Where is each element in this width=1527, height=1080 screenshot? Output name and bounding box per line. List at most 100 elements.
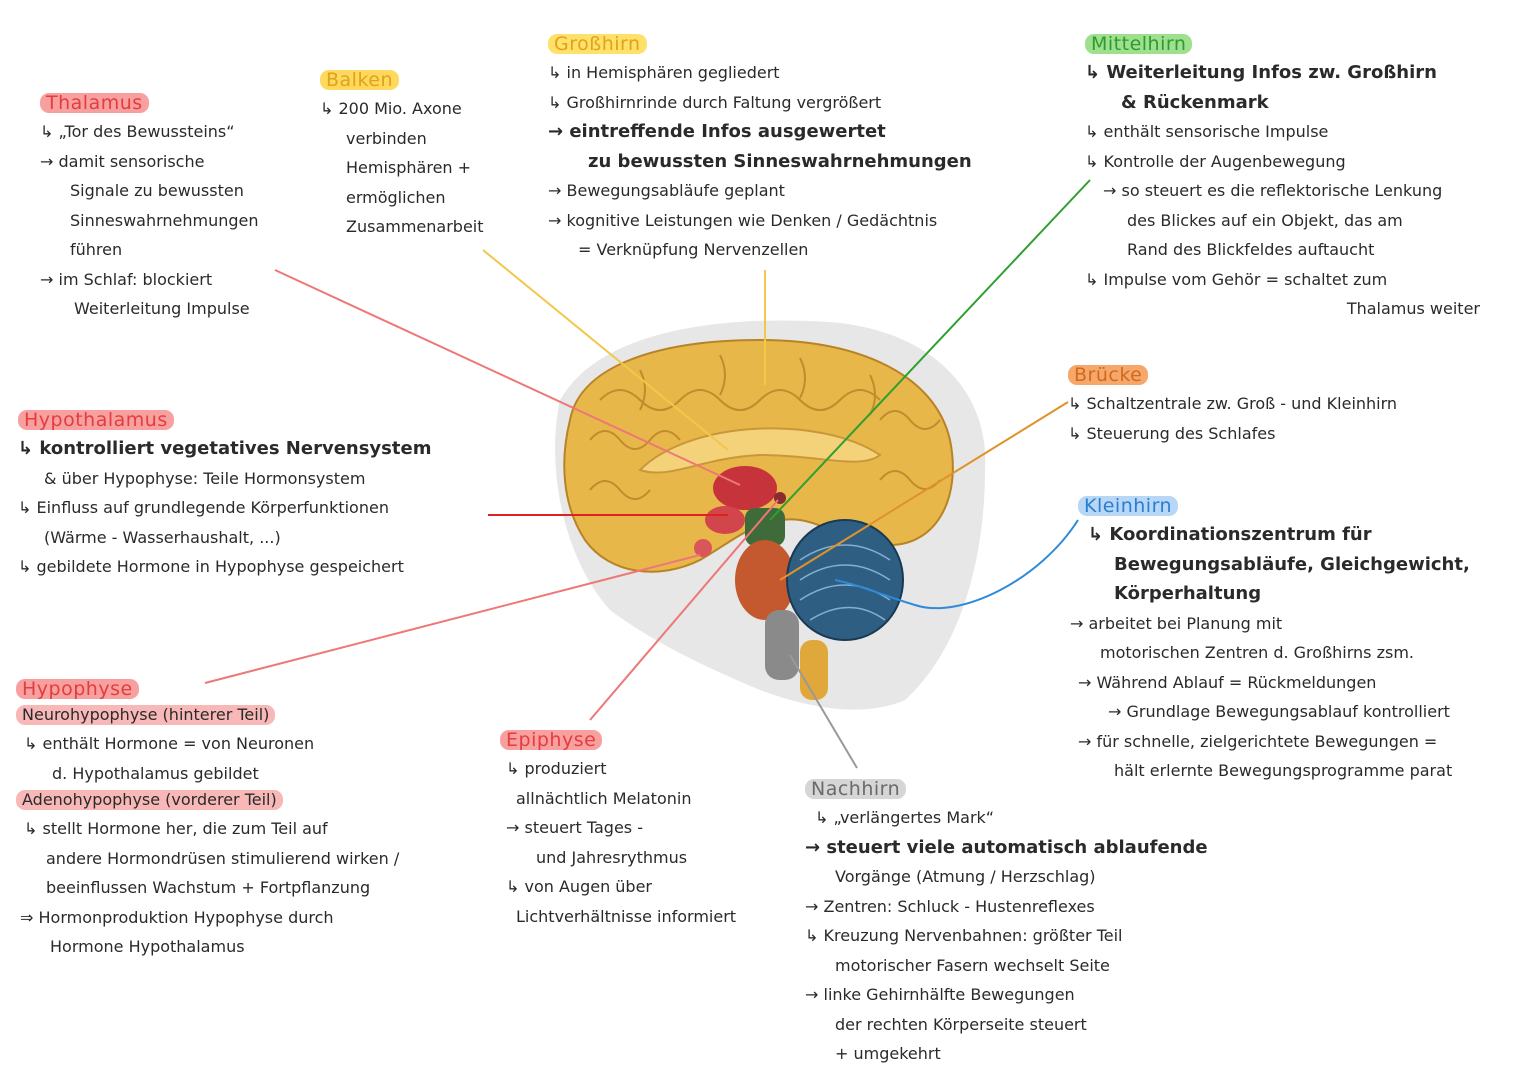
section-kleinhirn: Kleinhirn ↳ Koordinationszentrum für Bew… — [1070, 496, 1470, 786]
section-balken: Balken ↳ 200 Mio. Axone verbinden Hemisp… — [320, 70, 484, 242]
title-kleinhirn: Kleinhirn — [1078, 496, 1179, 516]
title-hypothalamus: Hypothalamus — [18, 410, 174, 430]
kleinhirn-line: → für schnelle, zielgerichtete Bewegunge… — [1078, 731, 1438, 751]
epiphyse-line: ↳ von Augen über — [506, 877, 653, 896]
hypophyse-line: d. Hypothalamus gebildet — [52, 763, 259, 783]
midbrain-region — [745, 508, 785, 546]
section-bruecke: Brücke ↳ Schaltzentrale zw. Groß - und K… — [1068, 365, 1397, 448]
hypophyse-line: Hormone Hypothalamus — [50, 937, 245, 956]
hypophyse-line: ↳ stellt Hormone her, die zum Teil auf — [24, 819, 328, 838]
bruecke-line: ↳ Steuerung des Schlafes — [1068, 423, 1276, 443]
bruecke-line: ↳ Schaltzentrale zw. Groß - und Kleinhir… — [1068, 394, 1398, 413]
balken-line: Hemisphären + — [346, 158, 472, 177]
section-hypothalamus: Hypothalamus ↳ kontrolliert vegetatives … — [18, 410, 431, 582]
mittelhirn-line: des Blickes auf ein Objekt, das am — [1127, 210, 1403, 230]
thalamus-line: führen — [70, 240, 123, 259]
section-grosshirn: Großhirn ↳ in Hemisphären gegliedert ↳ G… — [548, 34, 972, 265]
kleinhirn-line: ↳ Koordinationszentrum für — [1088, 524, 1372, 545]
title-bruecke: Brücke — [1068, 365, 1149, 385]
title-grosshirn: Großhirn — [548, 34, 647, 54]
epiphyse-line: allnächtlich Melatonin — [516, 788, 692, 808]
hypophyse-line: ↳ enthält Hormone = von Neuronen — [24, 734, 315, 753]
balken-line: verbinden — [346, 128, 427, 148]
kleinhirn-line: hält erlernte Bewegungsprogramme parat — [1114, 761, 1453, 780]
nachhirn-line: → linke Gehirnhälfte Bewegungen — [805, 985, 1075, 1004]
mittelhirn-line: & Rückenmark — [1121, 91, 1269, 113]
mittelhirn-line: Rand des Blickfeldes auftaucht — [1127, 240, 1375, 259]
thalamus-line: Weiterleitung Impulse — [74, 299, 250, 318]
thalamus-line: → damit sensorische — [40, 151, 205, 171]
section-mittelhirn: Mittelhirn ↳ Weiterleitung Infos zw. Gro… — [1085, 34, 1480, 324]
title-thalamus: Thalamus — [40, 93, 149, 113]
nachhirn-line: ↳ „verlängertes Mark“ — [815, 808, 995, 827]
grosshirn-line: = Verknüpfung Nervenzellen — [578, 240, 809, 259]
epiphyse-line: ↳ produziert — [506, 759, 607, 778]
connector-nachhirn — [789, 654, 858, 769]
kleinhirn-line: Bewegungsabläufe, Gleichgewicht, — [1114, 553, 1470, 575]
nachhirn-line: ↳ Kreuzung Nervenbahnen: größter Teil — [805, 926, 1123, 945]
balken-line: ermöglichen — [346, 187, 446, 207]
title-balken: Balken — [320, 70, 400, 90]
hypothalamus-region — [705, 506, 745, 534]
grosshirn-line: → eintreffende Infos ausgewertet — [548, 121, 886, 142]
nachhirn-line: + umgekehrt — [835, 1044, 941, 1063]
grosshirn-line: zu bewussten Sinneswahrnehmungen — [588, 150, 972, 172]
hypothalamus-line: ↳ gebildete Hormone in Hypophyse gespeic… — [18, 557, 404, 576]
mittelhirn-line: ↳ enthält sensorische Impulse — [1085, 122, 1329, 141]
title-hypophyse: Hypophyse — [16, 679, 139, 699]
balken-line: ↳ 200 Mio. Axone — [320, 99, 462, 118]
mittelhirn-line: → so steuert es die reflektorische Lenku… — [1103, 181, 1443, 200]
kleinhirn-line: → arbeitet bei Planung mit — [1070, 613, 1283, 633]
kleinhirn-line: motorischen Zentren d. Großhirns zsm. — [1100, 643, 1414, 662]
mittelhirn-line: ↳ Impulse vom Gehör = schaltet zum — [1085, 269, 1388, 289]
adenohypophyse-heading: Adenohypophyse (vorderer Teil) — [16, 790, 283, 810]
connector-mittelhirn — [769, 179, 1091, 521]
hypothalamus-line: & über Hypophyse: Teile Hormonsystem — [44, 468, 366, 488]
hypophyse-line: beeinflussen Wachstum + Fortpflanzung — [46, 878, 371, 897]
connector-thalamus — [274, 269, 741, 486]
section-nachhirn: Nachhirn ↳ „verlängertes Mark“ → steuert… — [805, 779, 1208, 1069]
neurohypophyse-heading: Neurohypophyse (hinterer Teil) — [16, 705, 276, 725]
pituitary-region — [694, 539, 712, 557]
cerebellum-region — [786, 519, 904, 641]
title-nachhirn: Nachhirn — [805, 779, 907, 799]
connector-hypophyse — [204, 554, 701, 684]
section-thalamus: Thalamus ↳ „Tor des Bewussteins“ → damit… — [40, 93, 259, 324]
kleinhirn-line: Körperhaltung — [1114, 583, 1262, 604]
connector-balken — [482, 249, 729, 451]
nachhirn-line: Vorgänge (Atmung / Herzschlag) — [835, 867, 1096, 886]
thalamus-line: → im Schlaf: blockiert — [40, 269, 213, 289]
epiphyse-line: → steuert Tages - — [506, 818, 643, 837]
hypothalamus-line: ↳ kontrolliert vegetatives Nervensystem — [18, 438, 432, 459]
mittelhirn-line: Thalamus weiter — [1346, 299, 1480, 318]
connector-kleinhirn — [834, 519, 1079, 610]
mittelhirn-line: ↳ Kontrolle der Augenbewegung — [1085, 151, 1346, 171]
gyri-texture — [589, 354, 941, 500]
title-mittelhirn: Mittelhirn — [1085, 34, 1193, 54]
grosshirn-line: ↳ in Hemisphären gegliedert — [548, 63, 780, 82]
nachhirn-line: der rechten Körperseite steuert — [835, 1014, 1087, 1034]
balken-line: Zusammenarbeit — [346, 217, 484, 236]
hypothalamus-line: ↳ Einfluss auf grundlegende Körperfunkti… — [18, 498, 389, 517]
kleinhirn-line: → Grundlage Bewegungsablauf kontrolliert — [1108, 702, 1450, 721]
section-epiphyse: Epiphyse ↳ produziert allnächtlich Melat… — [500, 730, 736, 931]
pons-region — [735, 540, 795, 620]
section-hypophyse: Hypophyse Neurohypophyse (hinterer Teil)… — [16, 679, 399, 962]
medulla-region — [765, 610, 799, 680]
kleinhirn-line: → Während Ablauf = Rückmeldungen — [1078, 672, 1377, 692]
hypophyse-line: ⇒ Hormonproduktion Hypophyse durch — [20, 907, 334, 927]
mittelhirn-line: ↳ Weiterleitung Infos zw. Großhirn — [1085, 62, 1437, 83]
nachhirn-line: motorischer Fasern wechselt Seite — [835, 955, 1110, 975]
hypothalamus-line: (Wärme - Wasserhaushalt, ...) — [44, 527, 281, 547]
epiphyse-line: Lichtverhältnisse informiert — [516, 906, 737, 926]
grosshirn-line: → Bewegungsabläufe geplant — [548, 181, 785, 200]
thalamus-region — [713, 466, 777, 510]
connector-bruecke — [779, 401, 1069, 581]
thalamus-line: ↳ „Tor des Bewussteins“ — [40, 122, 235, 141]
epiphyse-line: und Jahresrythmus — [536, 847, 688, 867]
nachhirn-line: → Zentren: Schluck - Hustenreflexes — [805, 896, 1095, 916]
hypophyse-line: andere Hormondrüsen stimulierend wirken … — [46, 848, 400, 868]
nachhirn-line: → steuert viele automatisch ablaufende — [805, 836, 1208, 858]
thalamus-line: Signale zu bewussten — [70, 181, 244, 200]
